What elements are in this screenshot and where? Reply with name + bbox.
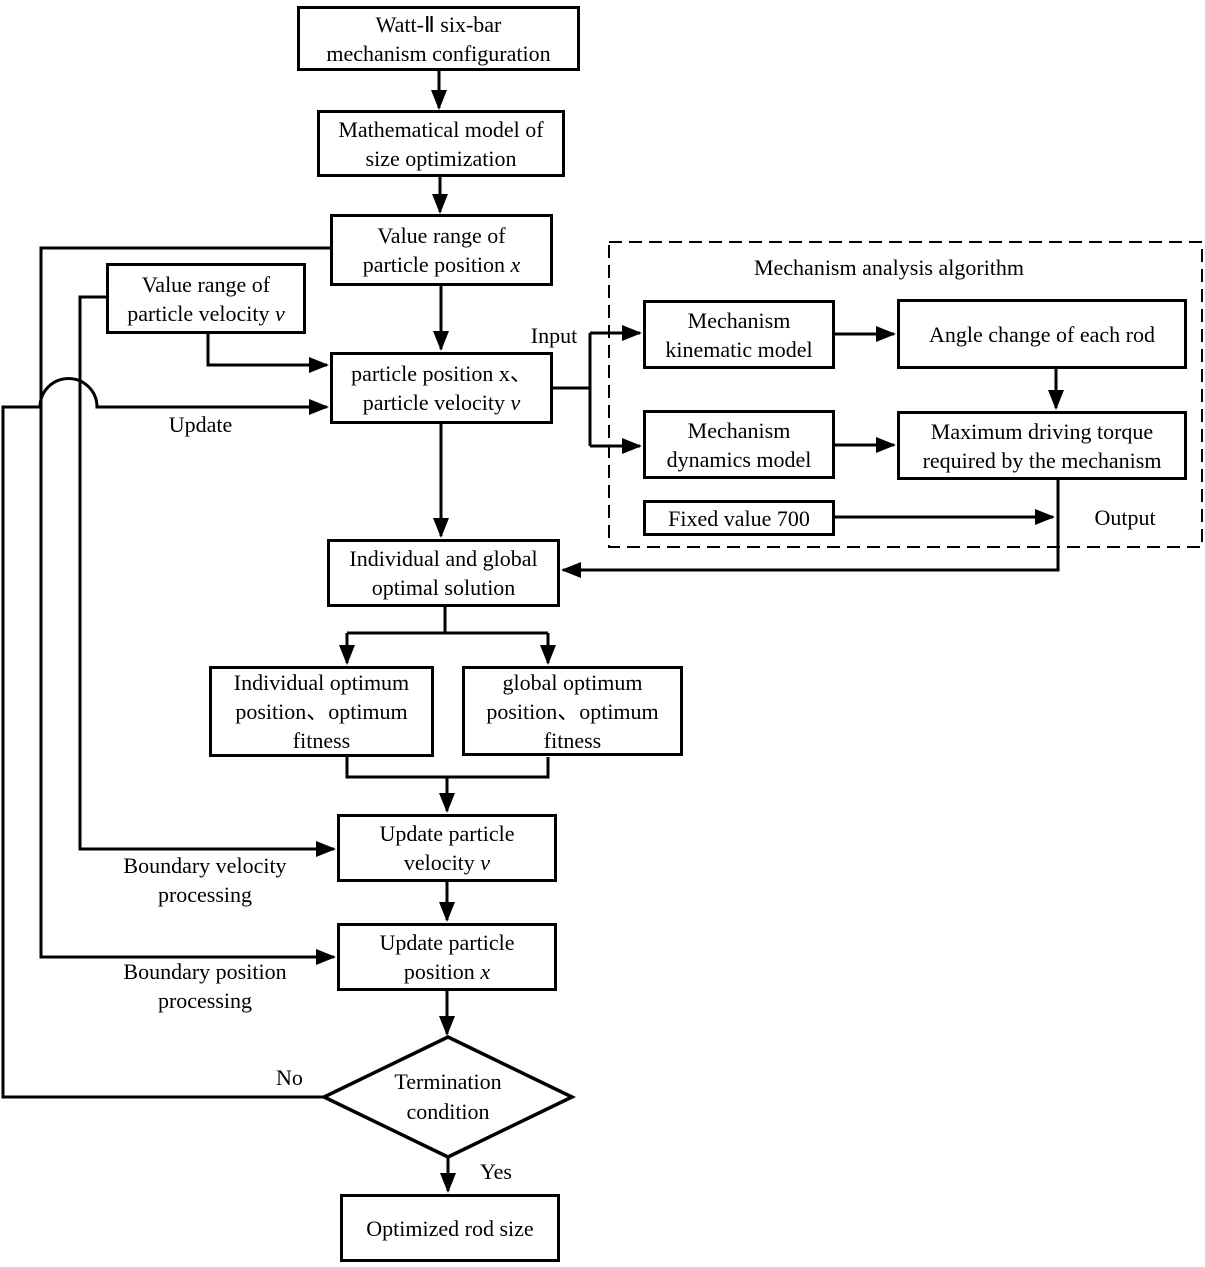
termination-diamond-shape <box>319 1035 577 1159</box>
update-v-line2: velocity <box>403 850 481 875</box>
result-text: Optimized rod size <box>366 1215 534 1241</box>
range-x-line2: particle position <box>362 252 511 277</box>
fixed-value-text: Fixed value 700 <box>668 505 810 531</box>
kinematic-model-box: Mechanism kinematic model <box>643 300 835 369</box>
result-box: Optimized rod size <box>340 1194 560 1262</box>
update-velocity-box: Update particle velocity v <box>337 814 557 882</box>
individual-line3: fitness <box>292 728 351 753</box>
individual-line1: Individual optimum <box>233 670 410 695</box>
connector-output-to-optimal <box>561 479 1060 578</box>
particle-line1: particle position x、 <box>351 361 532 386</box>
dynamics-line1: Mechanism <box>687 417 791 443</box>
termination-line2: condition <box>406 1099 490 1124</box>
range-v-line1: Value range of <box>141 271 271 297</box>
torque-line2: required by the mechanism <box>922 447 1162 473</box>
range-v-line2: particle velocity <box>127 300 276 326</box>
algorithm-title: Mechanism analysis algorithm <box>753 255 1025 280</box>
range-x-line1: Value range of <box>377 223 506 248</box>
connector-boundary-position <box>39 246 336 965</box>
particle-box: particle position x、 particle velocity v <box>330 352 553 424</box>
connector-optimal-split <box>347 607 548 635</box>
math-line1: Mathematical model of <box>338 116 544 142</box>
connector-boundary-velocity <box>78 295 336 857</box>
global-optimum-box: global optimum position、optimum fitness <box>462 666 683 756</box>
optimal-line2: optimal solution <box>371 575 516 600</box>
termination-diamond-text: Termination condition <box>348 1066 548 1128</box>
dynamics-model-box: Mechanism dynamics model <box>643 410 835 479</box>
update-v-var: v <box>480 850 491 875</box>
connector-range-v-to-particle <box>206 333 329 373</box>
input-label: Input <box>530 323 578 348</box>
range-v-box: Value range of particle velocity v <box>106 263 306 334</box>
global-line1: global optimum <box>502 669 643 695</box>
fixed-value-box: Fixed value 700 <box>643 500 835 536</box>
update-v-line1: Update particle <box>379 821 515 846</box>
optimal-solution-box: Individual and global optimal solution <box>327 539 560 607</box>
update-x-var: x <box>480 959 491 984</box>
torque-line1: Maximum driving torque <box>930 418 1154 444</box>
boundary-position-line2: processing <box>157 988 253 1013</box>
global-line2: position、optimum <box>486 698 659 724</box>
kinematic-line2: kinematic model <box>665 336 813 362</box>
range-v-var: v <box>275 300 285 326</box>
output-label: Output <box>1094 505 1156 530</box>
update-position-box: Update particle position x <box>337 923 557 991</box>
angle-line1: Angle change of each rod <box>928 321 1155 347</box>
kinematic-line1: Mechanism <box>687 307 791 333</box>
update-x-line1: Update particle <box>379 930 515 955</box>
math-model-box: Mathematical model of size optimization <box>317 110 565 177</box>
boundary-velocity-label: Boundary velocity processing <box>100 851 310 909</box>
termination-line1: Termination <box>394 1069 502 1094</box>
math-line2: size optimization <box>365 145 517 171</box>
boundary-velocity-line2: processing <box>157 882 253 907</box>
watt-config-box: Watt-Ⅱ six-bar mechanism configuration <box>297 6 580 71</box>
no-label: No <box>276 1065 303 1090</box>
boundary-velocity-line1: Boundary velocity <box>123 853 287 878</box>
dynamics-line2: dynamics model <box>666 446 812 472</box>
range-x-box: Value range of particle position x <box>330 214 553 286</box>
individual-optimum-box: Individual optimum position、optimum fitn… <box>209 666 434 757</box>
boundary-position-label: Boundary position processing <box>100 957 310 1015</box>
update-x-line2: position <box>403 959 481 984</box>
particle-var: v <box>510 390 521 415</box>
watt-line1: Watt-Ⅱ six-bar <box>375 11 502 37</box>
update-label: Update <box>168 412 233 437</box>
watt-line2: mechanism configuration <box>326 40 551 66</box>
connector-merge <box>345 757 550 779</box>
angle-change-box: Angle change of each rod <box>897 299 1187 369</box>
global-line3: fitness <box>543 727 602 753</box>
individual-line2: position、optimum <box>235 699 408 724</box>
yes-label: Yes <box>479 1159 512 1184</box>
mechanism-analysis-dashed-frame <box>608 241 1203 548</box>
boundary-position-line1: Boundary position <box>123 959 287 984</box>
optimal-line1: Individual and global <box>349 546 538 571</box>
particle-line2: particle velocity <box>362 390 511 415</box>
connector-input-trunk <box>552 333 592 446</box>
max-torque-box: Maximum driving torque required by the m… <box>897 411 1187 480</box>
range-x-var: x <box>510 252 521 277</box>
